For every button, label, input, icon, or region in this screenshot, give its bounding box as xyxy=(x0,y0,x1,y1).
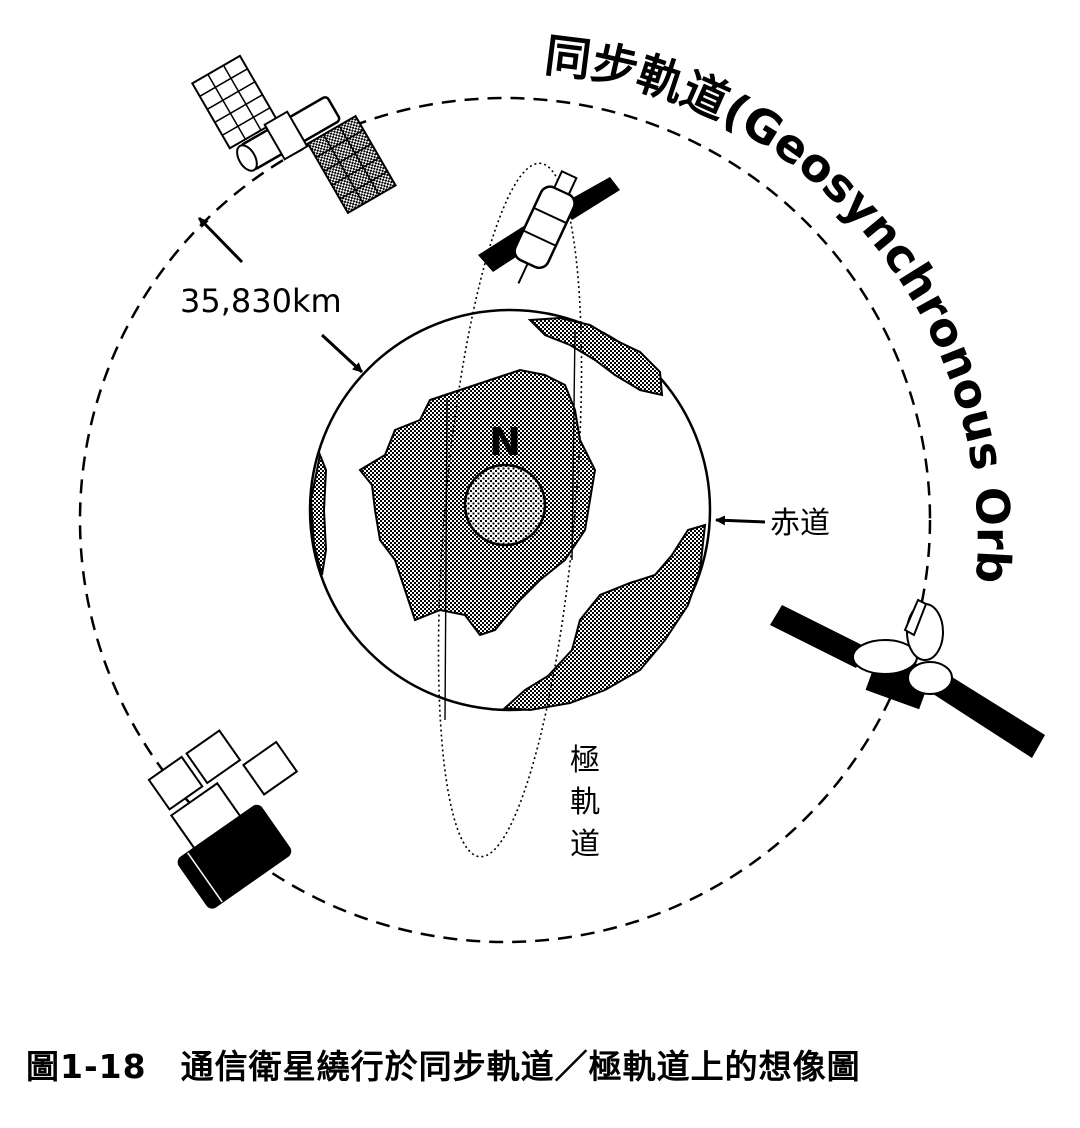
satellite-top-left-icon xyxy=(190,54,397,215)
figure-caption: 圖1-18 通信衛星繞行於同步軌道／極軌道上的想像圖 xyxy=(26,1040,861,1090)
distance-label: 35,830km xyxy=(180,282,342,320)
figure-number: 圖1-18 xyxy=(26,1047,147,1086)
geosynchronous-orbit-ring xyxy=(78,96,932,944)
equator-arrow xyxy=(715,515,766,526)
satellite-right-icon xyxy=(770,598,1045,758)
polar-orbit-label-1: 極 xyxy=(570,743,600,778)
figure-caption-text: 通信衛星繞行於同步軌道／極軌道上的想像圖 xyxy=(180,1047,861,1086)
equator-label: 赤道 xyxy=(770,506,830,541)
polar-orbit-label-3: 道 xyxy=(570,827,600,862)
satellite-bottom-left-icon xyxy=(147,729,299,909)
earth-globe: N xyxy=(308,308,712,712)
satellite-polar-icon xyxy=(478,169,620,284)
north-pole-label: N xyxy=(489,420,521,464)
distance-arrow-to-orbit xyxy=(197,216,244,264)
distance-arrow-to-earth xyxy=(320,333,364,374)
orbit-diagram: N 35,830km 赤道 極 軌 道 同步軌道(Geosynchronous … xyxy=(0,0,1045,944)
polar-orbit-label-2: 軌 xyxy=(570,785,600,820)
